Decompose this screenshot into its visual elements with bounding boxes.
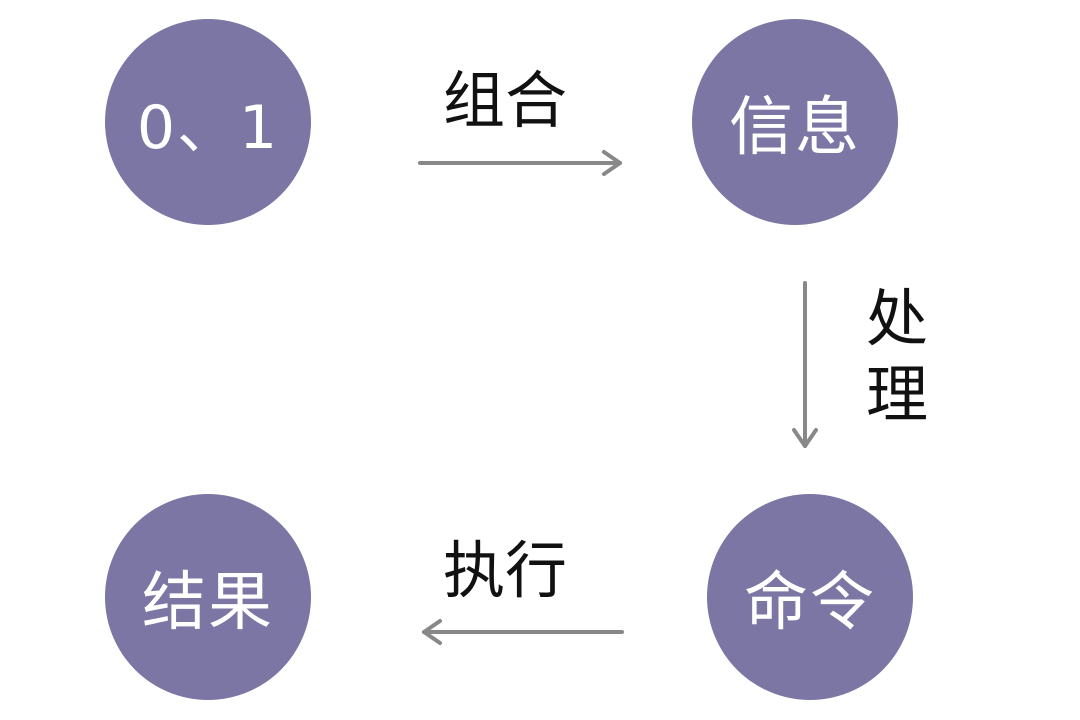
node-command: 命令 [707, 494, 913, 700]
node-result: 结果 [105, 494, 311, 700]
edge-label-process-2: 理 [866, 358, 929, 431]
edge-label-process-1: 处 [866, 282, 929, 355]
node-command-label: 命令 [744, 566, 876, 640]
edge-label-combine: 组合 [443, 64, 568, 137]
node-bits-label: 0、1 [136, 92, 280, 163]
arrow-process [792, 281, 818, 448]
node-bits: 0、1 [105, 19, 311, 225]
arrow-combine [418, 150, 622, 176]
node-information-label: 信息 [729, 91, 861, 165]
node-result-label: 结果 [142, 566, 274, 640]
edge-label-execute: 执行 [443, 534, 568, 607]
arrow-execute [422, 619, 624, 645]
node-information: 信息 [692, 19, 898, 225]
